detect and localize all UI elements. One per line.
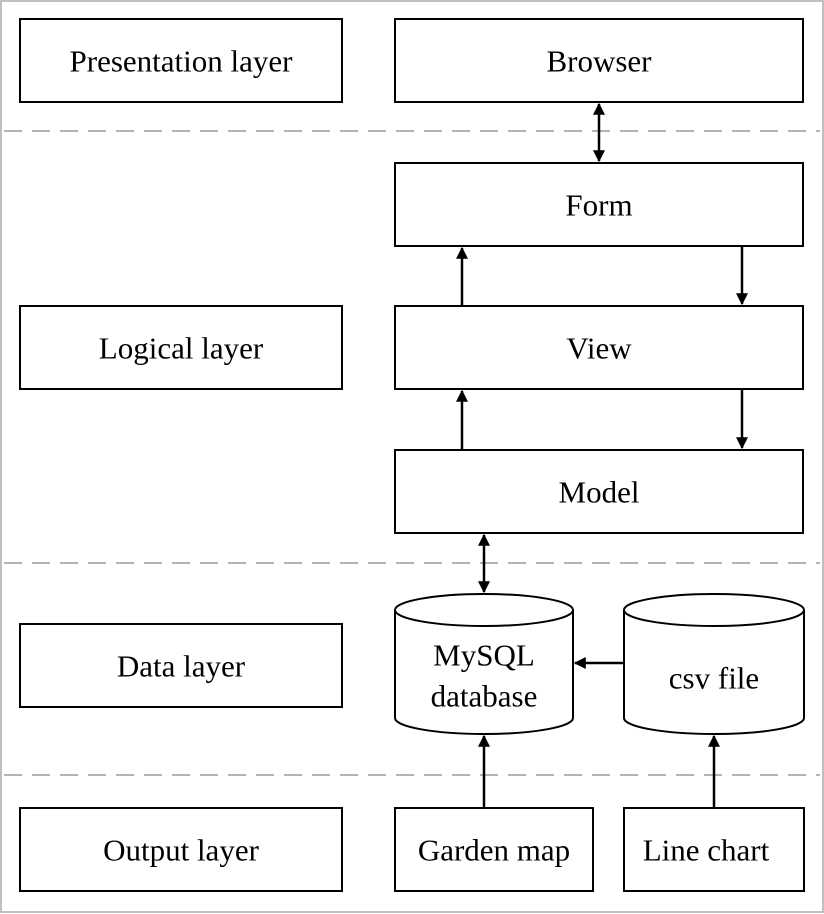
node-browser-label: Browser [546,44,652,79]
node-csv-label: csv file [669,661,759,696]
node-form: Form [394,162,804,247]
node-mysql-label-line2: database [431,679,538,714]
node-garden-map-label: Garden map [418,833,570,868]
layer-output-label: Output layer [103,833,259,868]
layer-logical-label: Logical layer [99,331,264,366]
layer-data: Data layer [19,623,343,708]
layer-presentation-label: Presentation layer [70,44,294,79]
node-view-label: View [566,331,632,366]
node-model: Model [394,449,804,534]
layer-presentation: Presentation layer [19,18,343,103]
layer-output: Output layer [19,807,343,892]
node-line-chart: Line chart [623,807,805,892]
node-browser: Browser [394,18,804,103]
node-model-label: Model [559,475,640,510]
layer-data-label: Data layer [117,649,246,684]
node-mysql-database: MySQL database [394,593,574,735]
node-line-chart-label: Line chart [643,833,770,868]
layer-logical: Logical layer [19,305,343,390]
node-form-label: Form [565,188,632,223]
node-mysql-label-line1: MySQL [433,638,535,673]
node-garden-map: Garden map [394,807,594,892]
node-view: View [394,305,804,390]
node-csv-file: csv file [623,593,805,735]
